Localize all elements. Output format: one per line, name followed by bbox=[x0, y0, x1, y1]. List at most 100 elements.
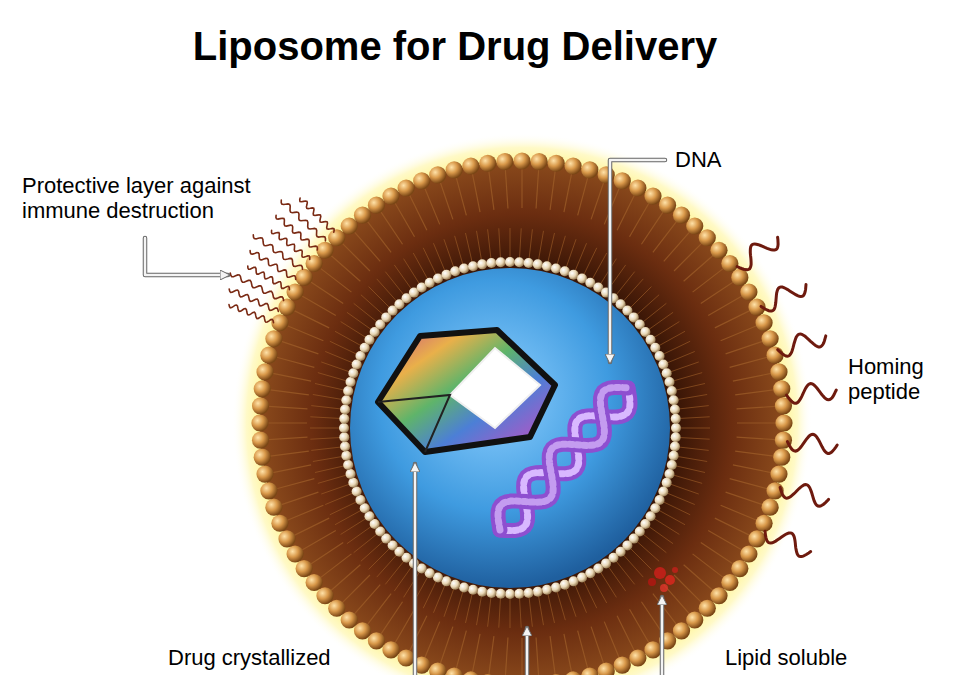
lipid-tail bbox=[444, 239, 454, 267]
lipid-tail bbox=[425, 622, 440, 658]
lipid-tail bbox=[440, 182, 453, 219]
lipid-head bbox=[339, 414, 349, 424]
lipid-tail bbox=[653, 221, 677, 252]
lipid-head bbox=[446, 161, 463, 178]
lipid-tail bbox=[735, 390, 774, 395]
lipid-tail bbox=[505, 638, 508, 675]
lipid-tail bbox=[630, 203, 650, 237]
lipid-soluble-drug bbox=[648, 567, 678, 592]
lipid-tail bbox=[270, 390, 309, 395]
lipid-head bbox=[433, 273, 443, 283]
aqueous-core bbox=[350, 268, 670, 588]
lipid-tail bbox=[472, 634, 480, 672]
lipid-tail bbox=[592, 577, 607, 603]
lipid-head bbox=[671, 423, 681, 433]
lipid-tail bbox=[331, 256, 360, 282]
lipid-head bbox=[316, 587, 333, 604]
lipid-tail bbox=[394, 265, 411, 289]
lipid-tail bbox=[591, 627, 604, 664]
lipid-tail bbox=[521, 169, 522, 208]
lipid-tail bbox=[315, 466, 344, 473]
callout-label: DNA bbox=[675, 148, 721, 173]
lipid-tail bbox=[465, 594, 472, 623]
lipid-head bbox=[339, 423, 349, 433]
lipid-head bbox=[468, 585, 478, 595]
lipid-tail bbox=[489, 636, 494, 675]
lipid-head bbox=[670, 404, 680, 414]
lipid-head bbox=[265, 499, 282, 516]
lipid-tail bbox=[676, 466, 705, 473]
lipid-head bbox=[662, 478, 672, 488]
lipid-tail bbox=[721, 505, 757, 520]
lipid-head bbox=[614, 656, 631, 673]
lipid-tail bbox=[674, 575, 702, 603]
lipid-tail bbox=[488, 229, 491, 259]
lipid-head bbox=[658, 359, 668, 369]
lipid-head bbox=[551, 263, 561, 273]
lipid-tail bbox=[325, 493, 353, 504]
lipid-head bbox=[686, 611, 703, 628]
lipid-tail bbox=[659, 510, 685, 525]
lipid-head bbox=[462, 157, 479, 174]
lipid-tail bbox=[673, 475, 702, 483]
peptide-chain bbox=[787, 384, 837, 404]
lipid-head bbox=[479, 674, 496, 675]
lipid-tail bbox=[617, 616, 634, 651]
lipid-head bbox=[766, 347, 783, 364]
lipid-tail bbox=[529, 597, 532, 627]
peptide-chain bbox=[787, 434, 837, 453]
lipid-tail bbox=[654, 518, 679, 534]
outer-lipid-heads bbox=[251, 152, 792, 675]
lipid-tail bbox=[663, 502, 690, 515]
callout-label: Lipid soluble bbox=[722, 646, 850, 671]
lipid-tail bbox=[355, 585, 381, 614]
lipid-head bbox=[477, 587, 487, 597]
lipid-head bbox=[658, 487, 668, 497]
lipid-tail bbox=[721, 326, 757, 341]
lipid-head bbox=[462, 671, 479, 675]
lipid-head bbox=[306, 255, 323, 272]
lipid-tail bbox=[680, 428, 710, 429]
lipid-head bbox=[662, 368, 672, 378]
lipid-head bbox=[667, 386, 677, 396]
lipid-tail bbox=[548, 594, 555, 623]
lipid-tail bbox=[455, 591, 463, 620]
lipid-tail bbox=[654, 322, 679, 338]
lipid-tail bbox=[733, 373, 771, 381]
lipid-tail bbox=[715, 311, 750, 328]
lipid-tail bbox=[476, 231, 481, 261]
lipid-head bbox=[260, 347, 277, 364]
lipid-tail bbox=[410, 616, 427, 651]
lipid-head bbox=[669, 451, 679, 461]
lipid-tail bbox=[395, 609, 415, 643]
lipid-head bbox=[565, 157, 582, 174]
lipid-tail bbox=[410, 195, 427, 230]
lipid-tail bbox=[287, 505, 323, 520]
lipid-tail bbox=[269, 437, 308, 440]
lipid-head bbox=[352, 359, 362, 369]
lipid-tail bbox=[331, 565, 360, 591]
lipid-head bbox=[429, 166, 446, 183]
lipid-tail bbox=[281, 492, 318, 505]
lipid-tail bbox=[311, 542, 343, 564]
lipid-tail bbox=[641, 212, 663, 244]
lipid-tail bbox=[270, 451, 309, 456]
lipid-tail bbox=[550, 171, 555, 210]
lipid-tail bbox=[676, 383, 705, 390]
polymer-chain bbox=[300, 198, 335, 232]
glow-halo bbox=[232, 133, 812, 675]
lipid-head bbox=[569, 576, 579, 586]
lipid-head bbox=[775, 414, 792, 431]
lipid-tail bbox=[664, 232, 690, 261]
lipid-head bbox=[496, 589, 506, 599]
lipid-head bbox=[581, 667, 598, 675]
lipid-tail bbox=[413, 253, 428, 279]
lipid-tail bbox=[693, 554, 724, 578]
lipid-head bbox=[629, 649, 646, 666]
lipid-tail bbox=[281, 341, 318, 354]
lipid-head bbox=[565, 671, 582, 675]
lipid-tail bbox=[318, 475, 347, 483]
lipid-head bbox=[524, 588, 534, 598]
polymer-chain bbox=[272, 230, 310, 259]
